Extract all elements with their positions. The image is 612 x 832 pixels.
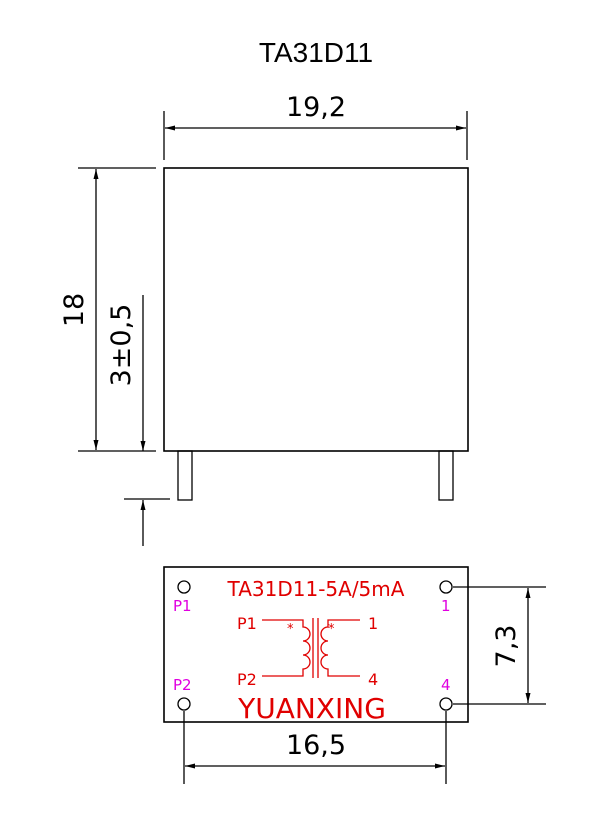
pin-hole-1 (439, 580, 453, 594)
drawing-title: TA31D11 (259, 37, 373, 68)
brand-label: YUANXING (237, 692, 386, 725)
pin-right-side (438, 450, 454, 501)
schematic-dot-secondary: * (328, 622, 335, 637)
dim-height-label: 18 (59, 293, 90, 327)
pin-label-p2: P2 (173, 676, 192, 694)
pin-label-p1: P1 (173, 597, 192, 615)
schematic-4: 4 (368, 670, 378, 689)
schematic-p1: P1 (237, 614, 257, 633)
schematic-p2: P2 (237, 670, 257, 689)
transformer-body-side (163, 167, 469, 452)
dim-pin-spacing-label: 16,5 (286, 730, 346, 761)
dim-width-label: 19,2 (286, 92, 346, 123)
model-label: TA31D11-5A/5mA (227, 577, 405, 601)
transformer-schematic: P1 P2 1 4 * * (237, 614, 378, 689)
dim-pitch-label: 7,3 (491, 625, 522, 668)
pin-label-1: 1 (441, 597, 451, 615)
pin-hole-p1 (177, 580, 191, 594)
schematic-dot-primary: * (287, 622, 294, 637)
transformer-body-top (163, 566, 469, 723)
pin-hole-p2 (177, 697, 191, 711)
schematic-1: 1 (368, 614, 378, 633)
secondary-winding (320, 619, 360, 677)
primary-winding (262, 619, 311, 677)
pin-hole-4 (439, 697, 453, 711)
pin-left-side (177, 450, 193, 501)
pin-label-4: 4 (441, 676, 451, 694)
dim-pin-length-label: 3±0,5 (106, 304, 137, 387)
